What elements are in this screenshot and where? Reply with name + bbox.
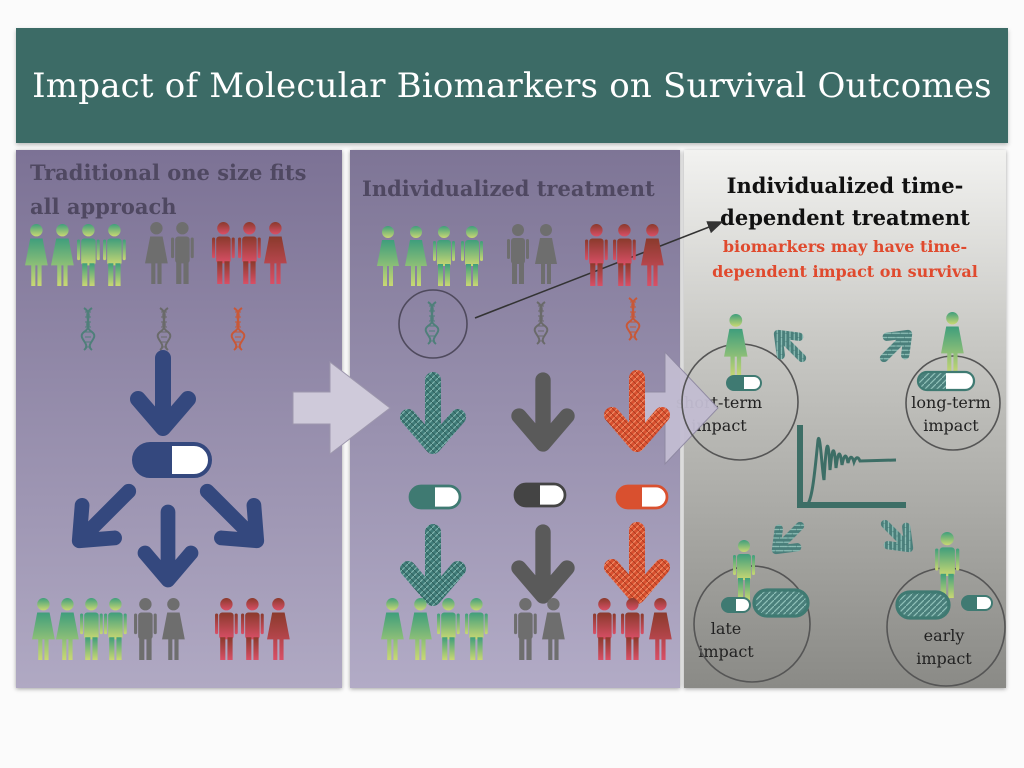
person-icon bbox=[381, 598, 404, 660]
panel-subheading-time-dependent: biomarkers may have time-dependent impac… bbox=[712, 237, 978, 281]
long-term-circle bbox=[905, 355, 1001, 451]
arrow-icon bbox=[71, 483, 137, 549]
pill-icon bbox=[752, 588, 810, 618]
arrow-icon bbox=[137, 504, 199, 588]
pill-icon bbox=[132, 442, 212, 478]
arrow-icon bbox=[879, 329, 913, 363]
person-icon bbox=[51, 224, 74, 286]
person-icon bbox=[621, 598, 644, 660]
arrow-icon bbox=[400, 524, 466, 606]
dna-icon bbox=[533, 301, 549, 345]
person-icon bbox=[941, 312, 964, 374]
person-icon bbox=[104, 598, 127, 660]
person-icon bbox=[733, 540, 755, 600]
pill-icon bbox=[961, 595, 993, 611]
person-icon bbox=[507, 224, 529, 284]
person-icon bbox=[171, 222, 194, 284]
person-icon bbox=[80, 598, 103, 660]
person-icon bbox=[613, 224, 636, 286]
person-icon bbox=[162, 598, 185, 660]
person-icon bbox=[542, 598, 565, 660]
person-icon bbox=[641, 224, 664, 286]
arrow-icon bbox=[511, 524, 575, 604]
pill-icon bbox=[615, 484, 669, 510]
dna-icon bbox=[424, 301, 440, 345]
person-icon bbox=[264, 222, 287, 284]
dna-icon bbox=[625, 297, 641, 341]
person-icon bbox=[405, 226, 427, 286]
arrow-icon bbox=[511, 372, 575, 452]
person-icon bbox=[514, 598, 537, 660]
person-icon bbox=[238, 222, 261, 284]
arrow-icon bbox=[880, 519, 914, 553]
early-label-line2: impact bbox=[916, 649, 972, 668]
person-icon bbox=[377, 226, 399, 286]
panel-traditional: Traditional one size fits all approach bbox=[16, 150, 342, 688]
late-circle bbox=[693, 565, 811, 683]
dna-icon bbox=[230, 307, 246, 351]
person-icon bbox=[433, 226, 455, 286]
panel-heading-individualized: Individualized treatment bbox=[362, 176, 655, 201]
person-icon bbox=[585, 224, 608, 286]
person-icon bbox=[56, 598, 79, 660]
arrow-icon bbox=[773, 329, 807, 363]
dna-icon bbox=[80, 307, 96, 351]
highlight-circle bbox=[398, 289, 468, 359]
person-icon bbox=[267, 598, 290, 660]
arrow-icon bbox=[130, 350, 196, 436]
person-icon bbox=[32, 598, 55, 660]
late-label-line1: late bbox=[710, 619, 742, 638]
arrow-icon bbox=[604, 370, 670, 452]
person-icon bbox=[465, 598, 488, 660]
pill-icon bbox=[513, 482, 567, 508]
transition-arrow-1 bbox=[292, 360, 391, 456]
arrow-icon bbox=[400, 372, 466, 454]
person-icon bbox=[409, 598, 432, 660]
late-label-line2: impact bbox=[698, 642, 754, 661]
title-bar: Impact of Molecular Biomarkers on Surviv… bbox=[16, 28, 1008, 143]
early-label-line1: early bbox=[923, 626, 965, 645]
person-icon bbox=[935, 532, 960, 598]
dna-icon bbox=[156, 307, 172, 351]
person-icon bbox=[145, 222, 168, 284]
person-icon bbox=[241, 598, 264, 660]
arrow-icon bbox=[604, 522, 670, 604]
early-impact-label: early impact bbox=[889, 624, 999, 670]
pill-icon bbox=[408, 484, 462, 510]
person-icon bbox=[724, 314, 748, 378]
pill-icon bbox=[916, 370, 976, 392]
survival-curve-icon bbox=[797, 425, 906, 508]
panel-heading-time-dependent: Individualized time-dependent treatment bbox=[720, 173, 970, 230]
person-icon bbox=[437, 598, 460, 660]
pill-icon bbox=[895, 590, 951, 620]
late-impact-label: late impact bbox=[671, 617, 781, 663]
person-icon bbox=[215, 598, 238, 660]
long-term-impact-label: long-term impact bbox=[896, 391, 1006, 437]
person-icon bbox=[212, 222, 235, 284]
person-icon bbox=[77, 224, 100, 286]
long-term-label-line2: impact bbox=[923, 416, 979, 435]
arrow-icon bbox=[771, 521, 805, 555]
arrow-icon bbox=[199, 483, 265, 549]
slide-title: Impact of Molecular Biomarkers on Surviv… bbox=[32, 65, 992, 106]
person-icon bbox=[25, 224, 48, 286]
panel-heading-traditional: Traditional one size fits all approach bbox=[30, 160, 307, 219]
person-icon bbox=[649, 598, 672, 660]
person-icon bbox=[535, 224, 557, 284]
pill-icon bbox=[726, 375, 762, 391]
person-icon bbox=[103, 224, 126, 286]
pill-icon bbox=[721, 597, 751, 613]
long-term-label-line1: long-term bbox=[911, 393, 991, 412]
person-icon bbox=[593, 598, 616, 660]
person-icon bbox=[461, 226, 483, 286]
person-icon bbox=[134, 598, 157, 660]
